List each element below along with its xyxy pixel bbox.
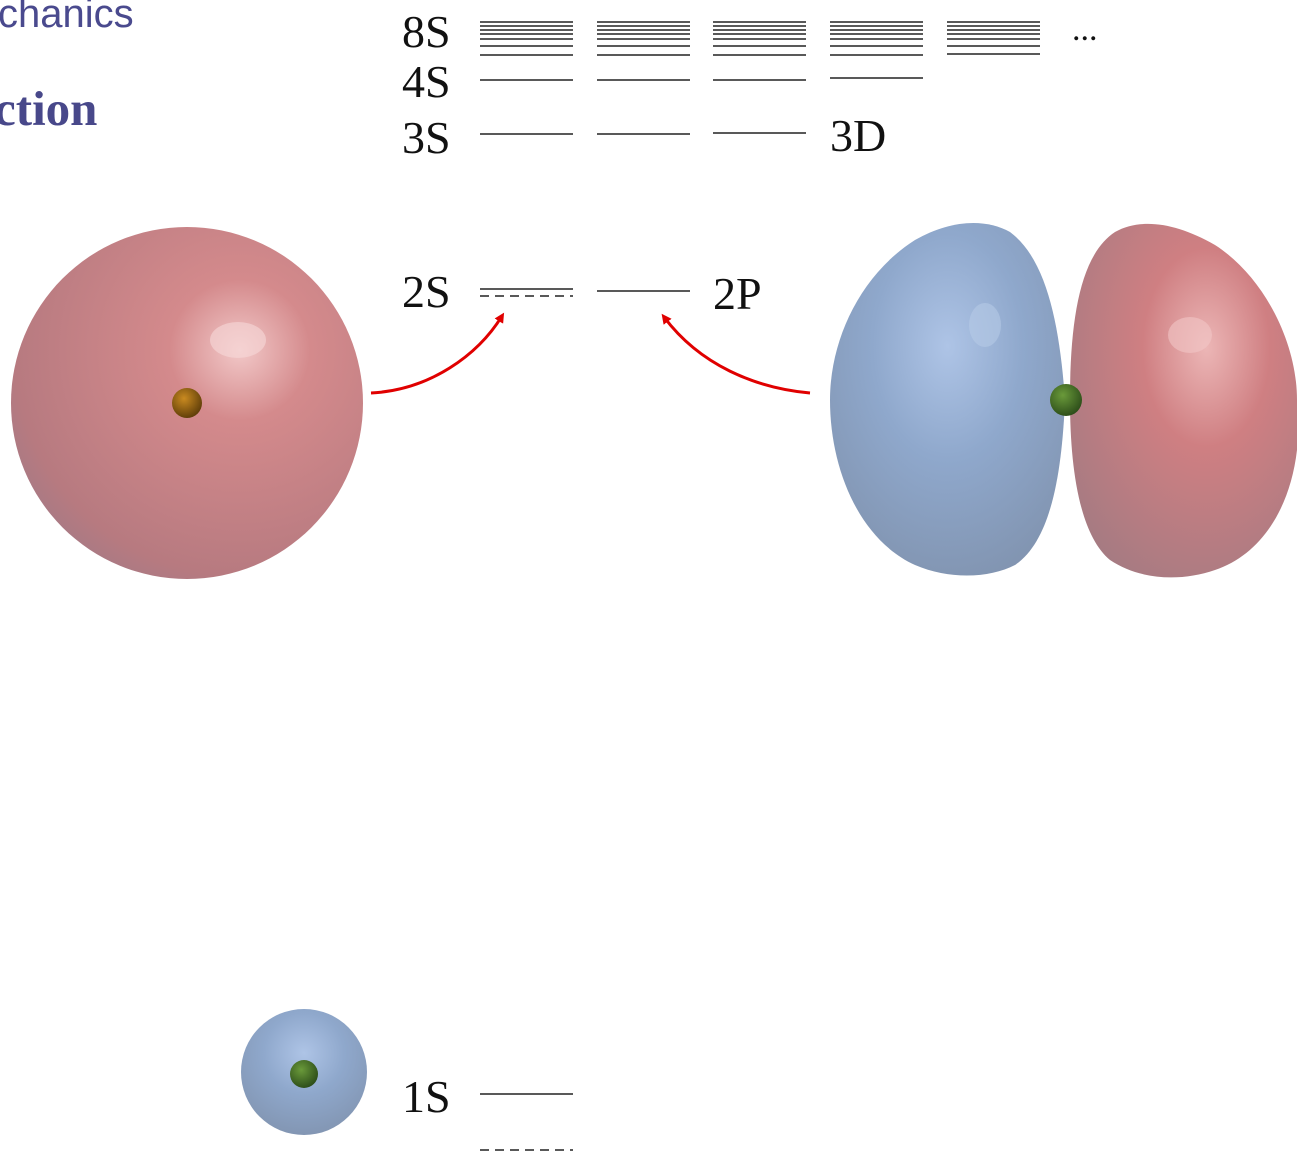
level-lines-4s (480, 77, 923, 81)
level-lines-3s (480, 132, 806, 135)
label-2p: 2P (713, 268, 762, 319)
label-2s: 2S (402, 266, 451, 317)
orbital-2s (11, 227, 363, 579)
nucleus-2p (1050, 384, 1082, 416)
nucleus-2s (172, 388, 202, 418)
header-subtitle: chanics (0, 0, 134, 36)
header-title: ction (0, 81, 98, 136)
arrow-2p-orbital-to-level (661, 313, 811, 395)
label-3s: 3S (402, 112, 451, 163)
label-1s: 1S (402, 1071, 451, 1122)
label-4s: 4S (402, 56, 451, 107)
level-lines-1s (480, 1093, 573, 1151)
level-lines-8s (480, 21, 1040, 56)
orbital-1s (241, 1009, 367, 1135)
label-ellipsis: ... (1072, 11, 1098, 48)
level-lines-2s (480, 288, 573, 297)
label-8s: 8S (402, 6, 451, 57)
nucleus-1s (290, 1060, 318, 1088)
orbital-2p-positive-lobe (1070, 223, 1297, 578)
arrow-2s-orbital-to-level (370, 312, 505, 395)
orbital-2p (830, 222, 1297, 578)
orbital-2p-negative-lobe (830, 222, 1065, 576)
label-3d: 3D (830, 110, 886, 161)
